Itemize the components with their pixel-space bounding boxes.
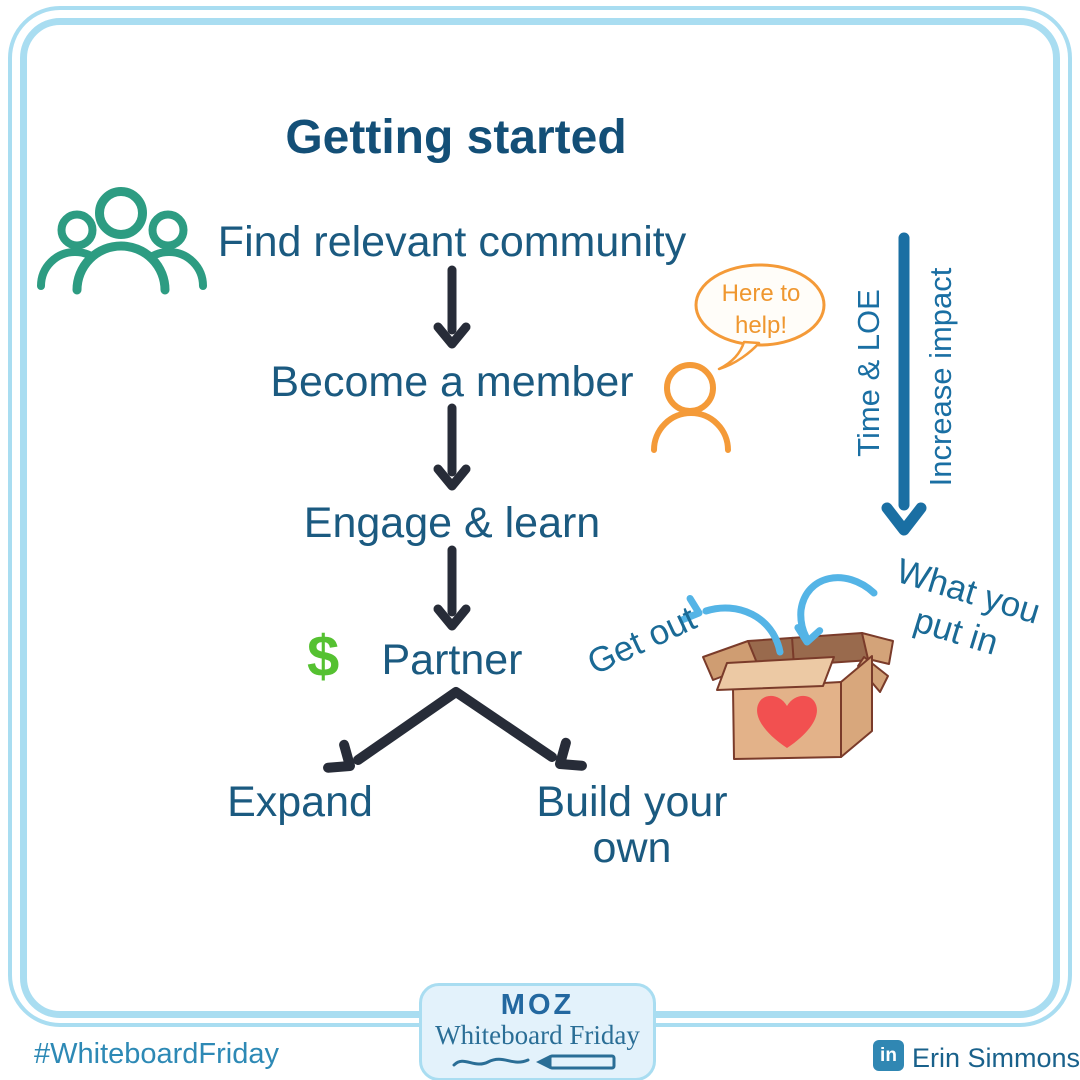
bubble-line1: Here to	[721, 280, 801, 307]
flow-step-partner: Partner	[381, 636, 523, 684]
heart-icon	[757, 695, 817, 748]
flow-step-become-member: Become a member	[270, 358, 634, 406]
badge-title: Whiteboard Friday	[435, 1019, 640, 1050]
page-title: Getting started	[285, 111, 627, 164]
dollar-icon: $	[307, 624, 340, 689]
author-name: Erin Simmons	[912, 1043, 1080, 1073]
speech-bubble-text: Here to help!	[691, 278, 831, 343]
effort-impact-arrow-icon	[881, 232, 927, 536]
flow-step-engage-learn: Engage & learn	[303, 499, 601, 547]
arrow-out-icon	[679, 595, 784, 656]
down-arrow-icon	[433, 265, 471, 631]
bubble-line2: help!	[734, 312, 788, 340]
moz-logo: MOZ	[500, 988, 575, 1021]
helper-person-icon	[651, 362, 731, 453]
arrow-in-icon	[794, 574, 878, 646]
flow-branch-build-your-own: Build your own	[536, 779, 727, 872]
branch-arrow-icon	[323, 687, 587, 773]
donation-box-icon	[702, 632, 894, 760]
hashtag-label: #WhiteboardFriday	[34, 1038, 279, 1070]
flow-step-find-community: Find relevant community	[217, 218, 687, 266]
moz-whiteboard-friday-badge: MOZ Whiteboard Friday	[419, 983, 656, 1080]
linkedin-icon: in	[873, 1040, 904, 1071]
increase-impact-label: Increase impact	[923, 267, 958, 487]
time-loe-label: Time & LOE	[851, 289, 886, 457]
marker-icon	[452, 1054, 615, 1070]
speech-bubble	[694, 263, 826, 371]
flow-branch-expand: Expand	[227, 778, 373, 826]
branch-right-line2: own	[592, 824, 672, 873]
branch-right-line1: Build your	[536, 778, 728, 826]
people-group-icon	[37, 187, 207, 295]
